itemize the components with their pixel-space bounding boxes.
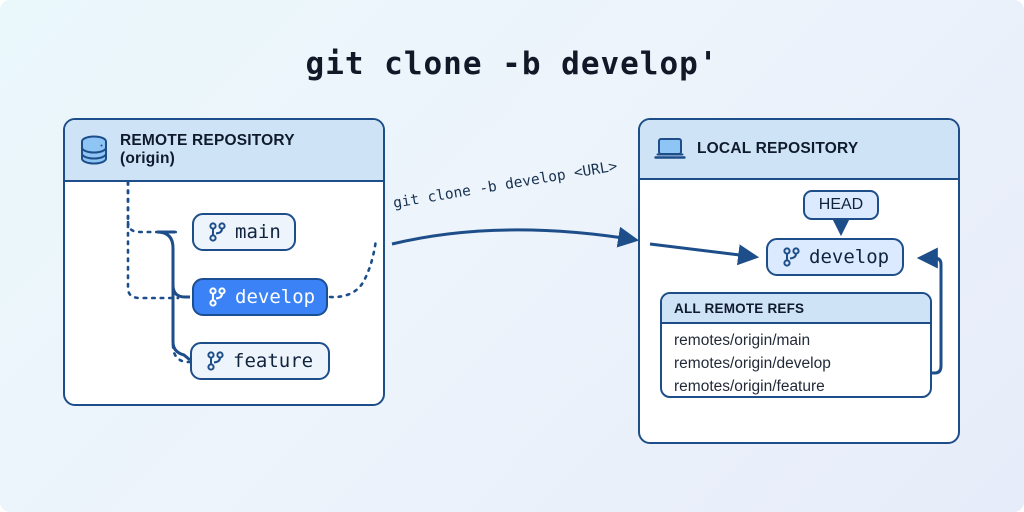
page-title: git clone -b develop'	[305, 46, 719, 82]
local-branch-develop[interactable]: develop	[766, 238, 904, 276]
all-remote-refs-title: ALL REMOTE REFS	[662, 294, 930, 324]
list-item: remotes/origin/feature	[674, 378, 825, 395]
local-repository-header: LOCAL REPOSITORY	[640, 120, 958, 180]
local-branch-develop-label: develop	[809, 246, 890, 268]
remote-branch-main-label: main	[235, 221, 281, 243]
remote-title-line2: (origin)	[120, 150, 175, 167]
remote-repository-title: REMOTE REPOSITORY (origin)	[120, 132, 295, 169]
git-branch-icon	[209, 287, 226, 307]
head-pointer-box[interactable]: HEAD	[803, 190, 879, 220]
git-branch-icon	[209, 222, 226, 242]
remote-repository-header: REMOTE REPOSITORY (origin)	[65, 120, 383, 182]
remote-branch-main[interactable]: main	[192, 213, 296, 251]
remote-title-line1: REMOTE REPOSITORY	[120, 131, 295, 149]
all-remote-refs-card: ALL REMOTE REFS remotes/origin/main remo…	[660, 292, 932, 398]
clone-arrow-label: git clone -b develop <URL>	[392, 158, 619, 212]
remote-branch-feature-label: feature	[233, 350, 314, 372]
local-repository-title: LOCAL REPOSITORY	[697, 139, 859, 157]
laptop-icon	[654, 138, 686, 159]
clone-arrow	[391, 226, 640, 248]
list-item: remotes/origin/main	[674, 332, 811, 349]
database-icon	[81, 135, 107, 165]
remote-branch-develop[interactable]: develop	[192, 278, 328, 316]
all-remote-refs-list: remotes/origin/main remotes/origin/devel…	[662, 324, 930, 396]
git-branch-icon	[207, 351, 224, 371]
remote-branch-feature[interactable]: feature	[190, 342, 330, 380]
git-branch-icon	[783, 247, 800, 267]
remote-branch-develop-label: develop	[235, 286, 316, 308]
list-item: remotes/origin/develop	[674, 355, 831, 372]
